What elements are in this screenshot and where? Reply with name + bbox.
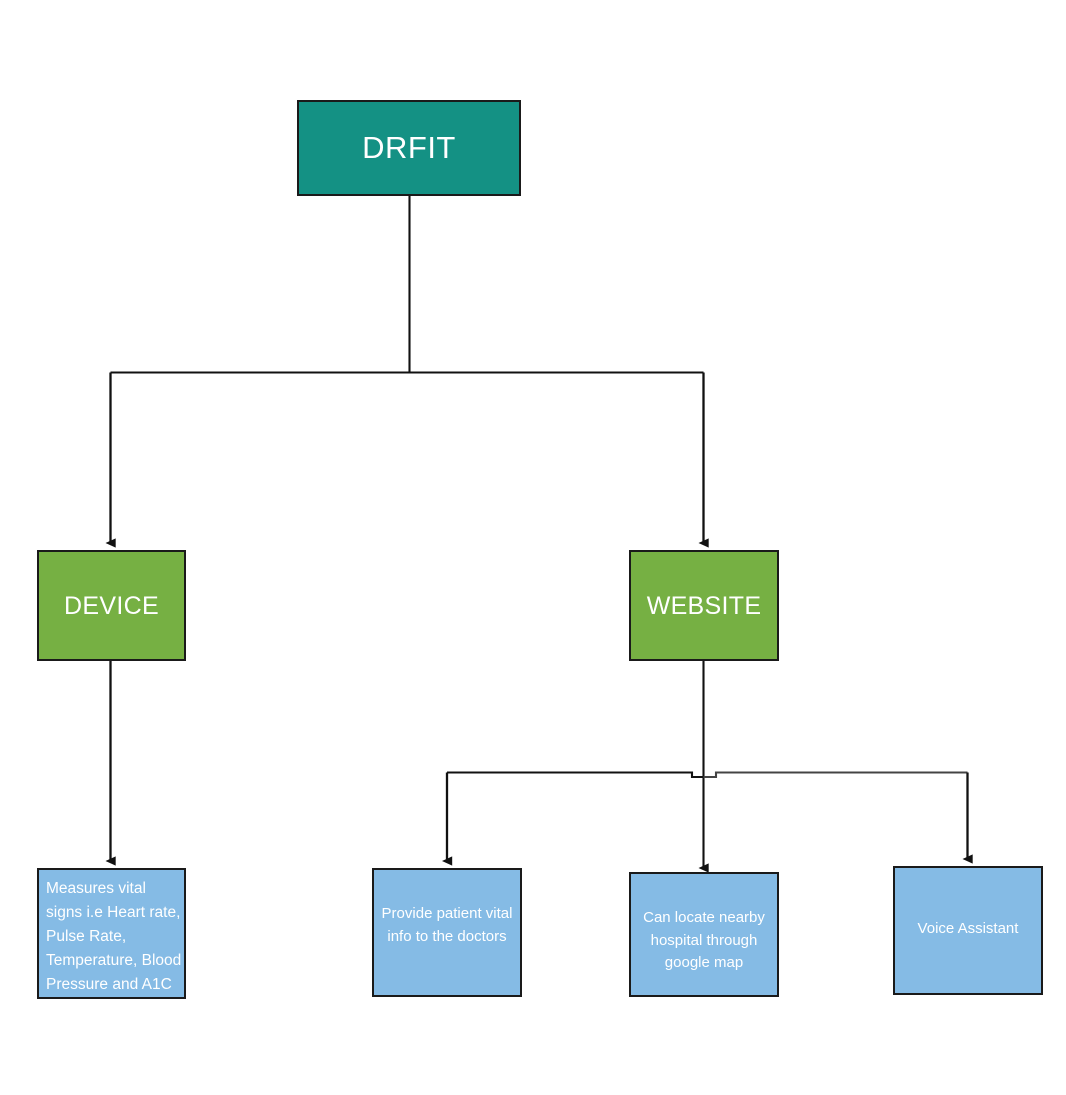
node-device-label: DEVICE	[64, 591, 159, 620]
node-website-voice-assistant[interactable]: Voice Assistant	[893, 866, 1043, 995]
edge-website-bar-left	[447, 771, 704, 779]
node-drfit[interactable]: DRFIT	[297, 100, 521, 196]
node-device[interactable]: DEVICE	[37, 550, 186, 661]
node-website-label: WEBSITE	[646, 591, 762, 620]
node-device-measures-vitals[interactable]: Measures vital signs i.e Heart rate, Pul…	[37, 868, 186, 999]
node-website-locate-hospital-label: Can locate nearby hospital through googl…	[643, 909, 770, 971]
node-drfit-label: DRFIT	[362, 130, 456, 166]
node-website-provide-vital-info-label: Provide patient vital info to the doctor…	[381, 905, 517, 945]
node-website-locate-hospital[interactable]: Can locate nearby hospital through googl…	[629, 872, 779, 997]
node-website-voice-assistant-label: Voice Assistant	[917, 920, 1019, 937]
node-website[interactable]: WEBSITE	[629, 550, 779, 661]
node-website-provide-vital-info[interactable]: Provide patient vital info to the doctor…	[372, 868, 522, 997]
edge-website-bar-right	[703, 771, 968, 779]
node-device-measures-vitals-label: Measures vital signs i.e Heart rate, Pul…	[46, 880, 186, 994]
